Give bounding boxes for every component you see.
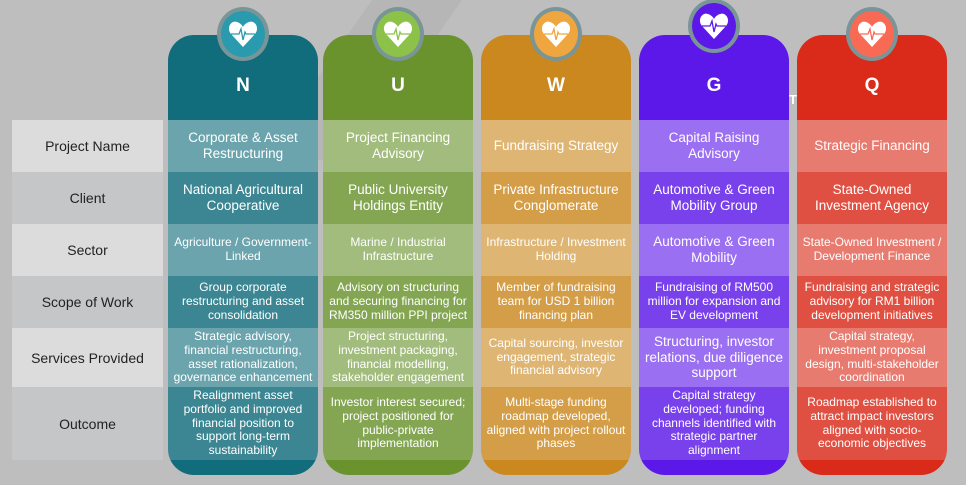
row-label-services: Services Provided [12,328,163,387]
cell-sector: Marine / Industrial Infrastructure [323,224,473,276]
cell-scope-of-work: Advisory on structuring and securing fin… [323,276,473,328]
cell-outcome: Realignment asset portfolio and improved… [168,387,318,460]
stray-mark: T [789,92,797,107]
cell-sector: State-Owned Investment / Development Fin… [797,224,947,276]
row-label-client: Client [12,172,163,224]
cell-sector: Automotive & Green Mobility [639,224,789,276]
cell-client: State-Owned Investment Agency [797,172,947,224]
cell-client: Private Infrastructure Conglomerate [481,172,631,224]
cell-sector: Agriculture / Government-Linked [168,224,318,276]
cell-client: Public University Holdings Entity [323,172,473,224]
cell-sector: Infrastructure / Investment Holding [481,224,631,276]
cell-project-name: Capital Raising Advisory [639,120,789,172]
row-label-outcome: Outcome [12,387,163,460]
row-label-project-name: Project Name [12,120,163,172]
heart-pulse-icon [372,7,424,61]
heart-pulse-icon [846,7,898,61]
cell-services-provided: Project structuring, investment packagin… [323,328,473,387]
cell-services-provided: Capital strategy, investment proposal de… [797,328,947,387]
cell-client: National Agricultural Cooperative [168,172,318,224]
column-letter: Q [864,74,880,96]
heart-pulse-icon [217,7,269,61]
column-letter: U [391,74,405,96]
cell-scope-of-work: Group corporate restructuring and asset … [168,276,318,328]
heart-pulse-icon [688,0,740,53]
cell-services-provided: Strategic advisory, financial restructur… [168,328,318,387]
row-label-scope: Scope of Work [12,276,163,328]
column-letter: N [236,74,250,96]
cell-project-name: Corporate & Asset Restructuring [168,120,318,172]
cell-outcome: Capital strategy developed; funding chan… [639,387,789,460]
cell-outcome: Roadmap established to attract impact in… [797,387,947,460]
column-letter: G [706,74,722,96]
cell-scope-of-work: Member of fundraising team for USD 1 bil… [481,276,631,328]
heart-pulse-icon [530,7,582,61]
cell-outcome: Multi-stage funding roadmap developed, a… [481,387,631,460]
cell-project-name: Fundraising Strategy [481,120,631,172]
cell-services-provided: Structuring, investor relations, due dil… [639,328,789,387]
cell-services-provided: Capital sourcing, investor engagement, s… [481,328,631,387]
cell-project-name: Project Financing Advisory [323,120,473,172]
cell-scope-of-work: Fundraising and strategic advisory for R… [797,276,947,328]
cell-outcome: Investor interest secured; project posit… [323,387,473,460]
row-labels: Project Name Client Sector Scope of Work… [12,120,163,460]
cell-project-name: Strategic Financing [797,120,947,172]
cell-scope-of-work: Fundraising of RM500 million for expansi… [639,276,789,328]
cell-client: Automotive & Green Mobility Group [639,172,789,224]
column-letter: W [547,74,565,96]
row-label-sector: Sector [12,224,163,276]
